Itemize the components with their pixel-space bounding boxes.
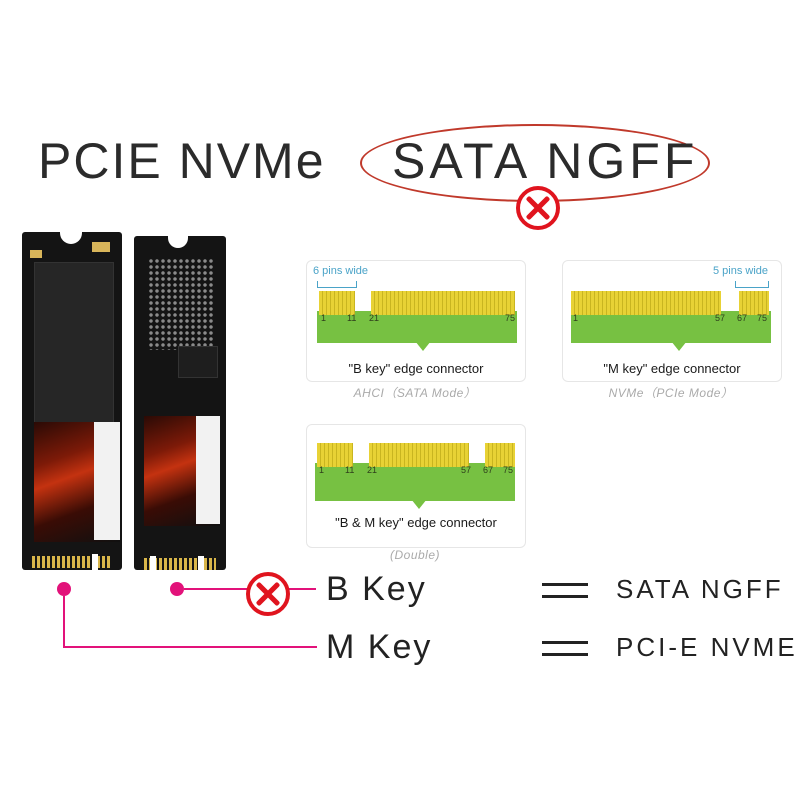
- m-key-width-note: 5 pins wide: [713, 265, 769, 277]
- controller-chip: [178, 346, 218, 378]
- b-key-width-note: 6 pins wide: [313, 265, 369, 277]
- bga-pads: [148, 258, 214, 350]
- pin-label: 1: [573, 313, 579, 323]
- gold-contacts: [32, 556, 112, 568]
- pin-group: [371, 291, 515, 315]
- pin-label: 67: [483, 465, 494, 475]
- pin-label: 57: [461, 465, 472, 475]
- pin-group: [571, 291, 721, 315]
- m-key-notch: [198, 556, 204, 572]
- pin-label: 11: [347, 313, 357, 323]
- bm-key-card: 1 11 21 57 67 75 "B & M key" edge connec…: [306, 424, 526, 548]
- m-key-caption: "M key" edge connector: [603, 361, 741, 376]
- pin-label: 67: [737, 313, 748, 323]
- pcb-pointer: [415, 341, 431, 351]
- pin-label: 75: [503, 465, 514, 475]
- m-key-connector-line: [63, 646, 317, 648]
- bm-key-caption: "B & M key" edge connector: [335, 515, 497, 530]
- equals-icon: [542, 595, 588, 598]
- width-bracket: [317, 281, 357, 288]
- pin-label: 21: [369, 313, 380, 323]
- pin-group: [369, 443, 469, 467]
- pcb-body: [315, 463, 515, 501]
- mount-notch: [168, 236, 188, 248]
- pcb-pointer: [671, 341, 687, 351]
- b-key-label: B Key: [326, 570, 427, 608]
- ssd-nvme-image: [22, 232, 122, 570]
- b-key-mode: AHCI（SATA Mode）: [353, 386, 477, 400]
- pin-label: 75: [757, 313, 768, 323]
- title-pcie-nvme: PCIE NVMe: [38, 133, 326, 189]
- pin-label: 1: [321, 313, 327, 323]
- m-key-type: PCI-E NVME: [616, 632, 798, 662]
- m-key-label: M Key: [326, 628, 433, 666]
- label-sticker: [34, 262, 114, 424]
- m-key-notch: [92, 554, 98, 570]
- pin-label: 21: [367, 465, 378, 475]
- solder-pad: [92, 242, 110, 252]
- solder-pad: [30, 250, 42, 258]
- pcb-body: [317, 311, 517, 343]
- mount-notch: [60, 232, 82, 244]
- pin-group: [485, 443, 515, 467]
- equals-icon: [542, 641, 588, 644]
- pcb-body: [571, 311, 771, 343]
- ssd-sata-image: [134, 236, 226, 572]
- b-key-marker-dot: [170, 582, 184, 596]
- title-sata-ngff: SATA NGFF: [392, 133, 699, 189]
- pin-label: 11: [345, 465, 355, 475]
- pin-label: 75: [505, 313, 516, 323]
- cross-icon-top: [516, 186, 560, 230]
- width-bracket: [735, 281, 769, 288]
- m-key-marker-dot: [57, 582, 71, 596]
- b-key-card: 6 pins wide 1 11 21 75 "B key" edge conn…: [306, 260, 526, 382]
- b-key-type: SATA NGFF: [616, 574, 784, 604]
- pin-group: [317, 443, 353, 467]
- pin-label: 1: [319, 465, 325, 475]
- pin-group: [319, 291, 355, 315]
- pin-label: 57: [715, 313, 726, 323]
- b-key-notch: [150, 556, 156, 572]
- b-key-caption: "B key" edge connector: [348, 361, 484, 376]
- equals-icon: [542, 653, 588, 656]
- m-key-mode: NVMe（PCIe Mode）: [608, 386, 734, 400]
- white-label: [94, 422, 120, 540]
- bm-key-mode: (Double): [389, 548, 441, 562]
- equals-icon: [542, 583, 588, 586]
- m-key-connector-line: [63, 596, 65, 648]
- cross-icon-b-key: [246, 572, 290, 616]
- pcb-pointer: [411, 499, 427, 509]
- pin-group: [739, 291, 769, 315]
- m-key-card: 5 pins wide 1 57 67 75 "M key" edge conn…: [562, 260, 782, 382]
- white-label: [196, 416, 220, 524]
